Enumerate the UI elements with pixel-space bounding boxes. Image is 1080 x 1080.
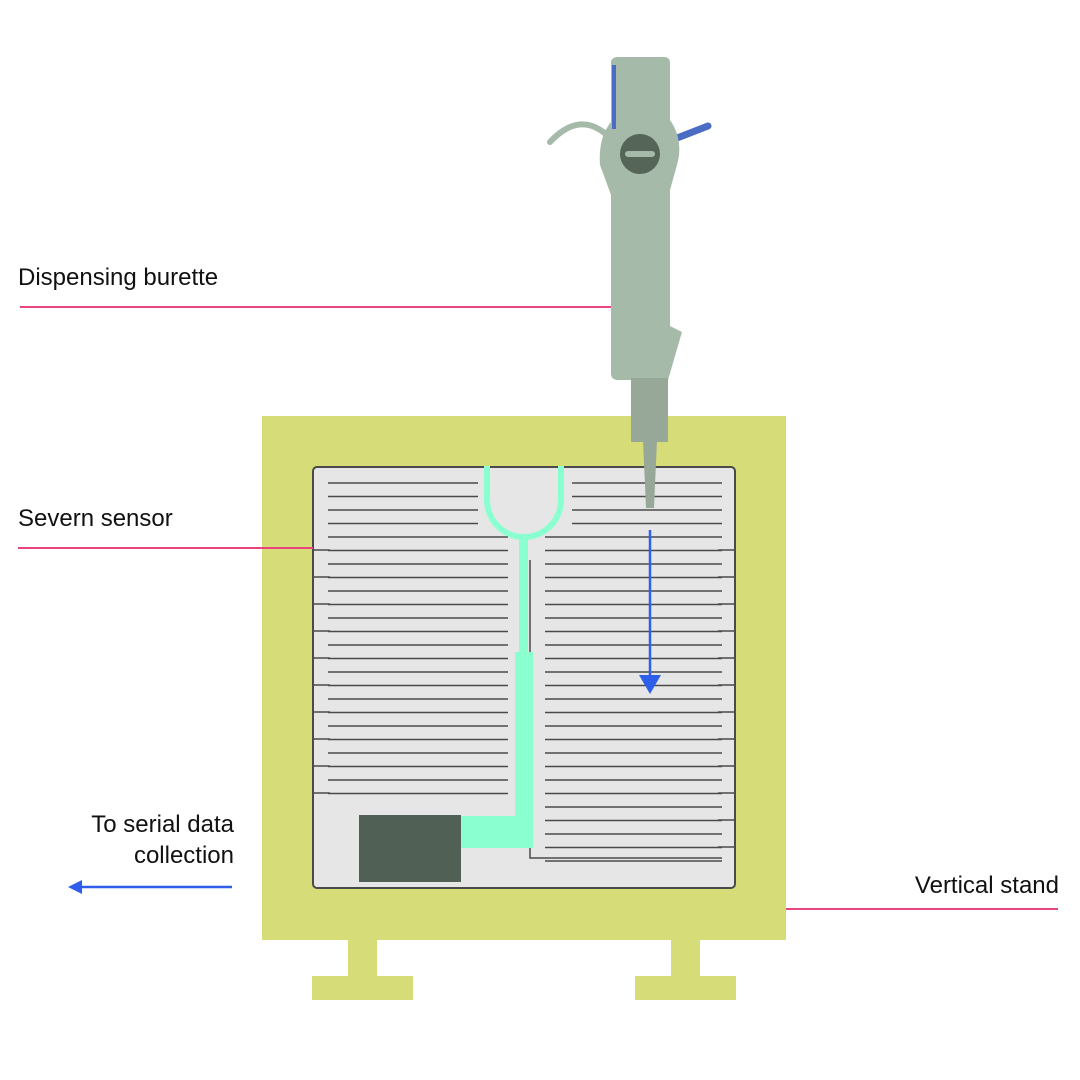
serial-data-label-line1: To serial data bbox=[91, 811, 234, 838]
leader-lines bbox=[18, 306, 1058, 910]
stand-right-leg bbox=[671, 938, 700, 978]
drip-arrow-head bbox=[639, 675, 661, 694]
stand-right-foot bbox=[635, 976, 736, 1000]
serial-arrow-head bbox=[68, 880, 82, 894]
burette-handle-arc bbox=[547, 121, 611, 145]
burette-blue-stripe bbox=[612, 65, 616, 129]
sensor-wide-channel bbox=[515, 652, 533, 848]
serial-data-arrow bbox=[68, 880, 232, 894]
sensor-thin-channel bbox=[519, 534, 528, 656]
severn-sensor bbox=[312, 466, 736, 889]
sensor-label: Severn sensor bbox=[18, 505, 173, 532]
burette-tip-holder bbox=[631, 378, 668, 442]
burette-label: Dispensing burette bbox=[18, 264, 219, 291]
stand-left-leg bbox=[348, 938, 377, 978]
serial-data-label-line2: collection bbox=[133, 842, 234, 869]
sensor-module bbox=[359, 815, 461, 882]
burette-tip bbox=[643, 440, 657, 508]
burette-body bbox=[599, 57, 682, 380]
dispensing-burette bbox=[547, 57, 712, 508]
burette-valve-slot bbox=[625, 151, 655, 157]
sensor-horizontal-channel bbox=[460, 816, 533, 848]
sensor-electrode-lines bbox=[313, 482, 735, 862]
stand-label: Vertical stand bbox=[914, 872, 1059, 899]
stand-left-foot bbox=[312, 976, 413, 1000]
drip-arrow bbox=[639, 530, 661, 694]
